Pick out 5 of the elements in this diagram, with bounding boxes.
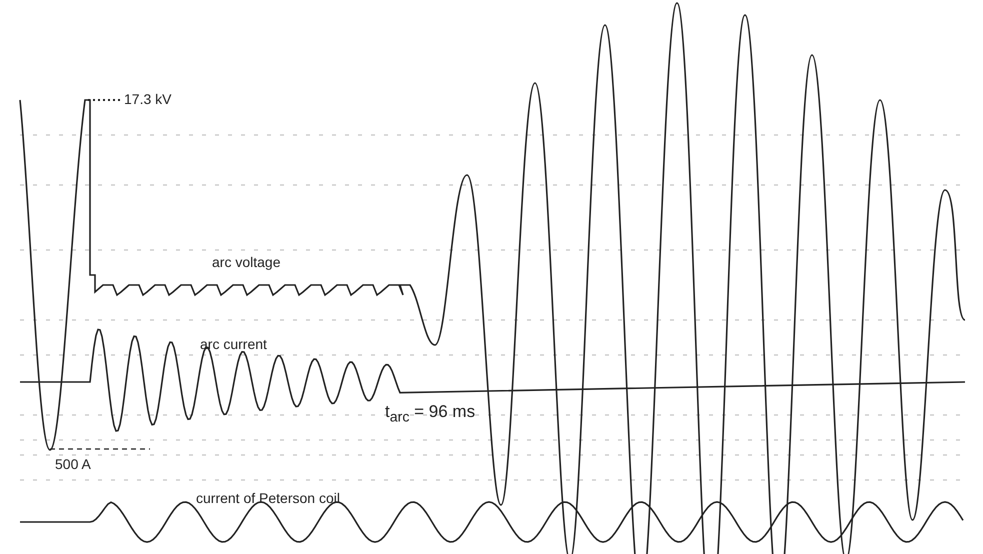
- duration-label: t$_{arc}$ = 96 ms: [385, 402, 476, 426]
- trace-label: arc voltage: [212, 254, 280, 270]
- current-value-label: 500 A: [55, 456, 91, 472]
- trace-label: arc current: [200, 336, 267, 352]
- voltage-value-label: 17.3 kV: [124, 91, 172, 107]
